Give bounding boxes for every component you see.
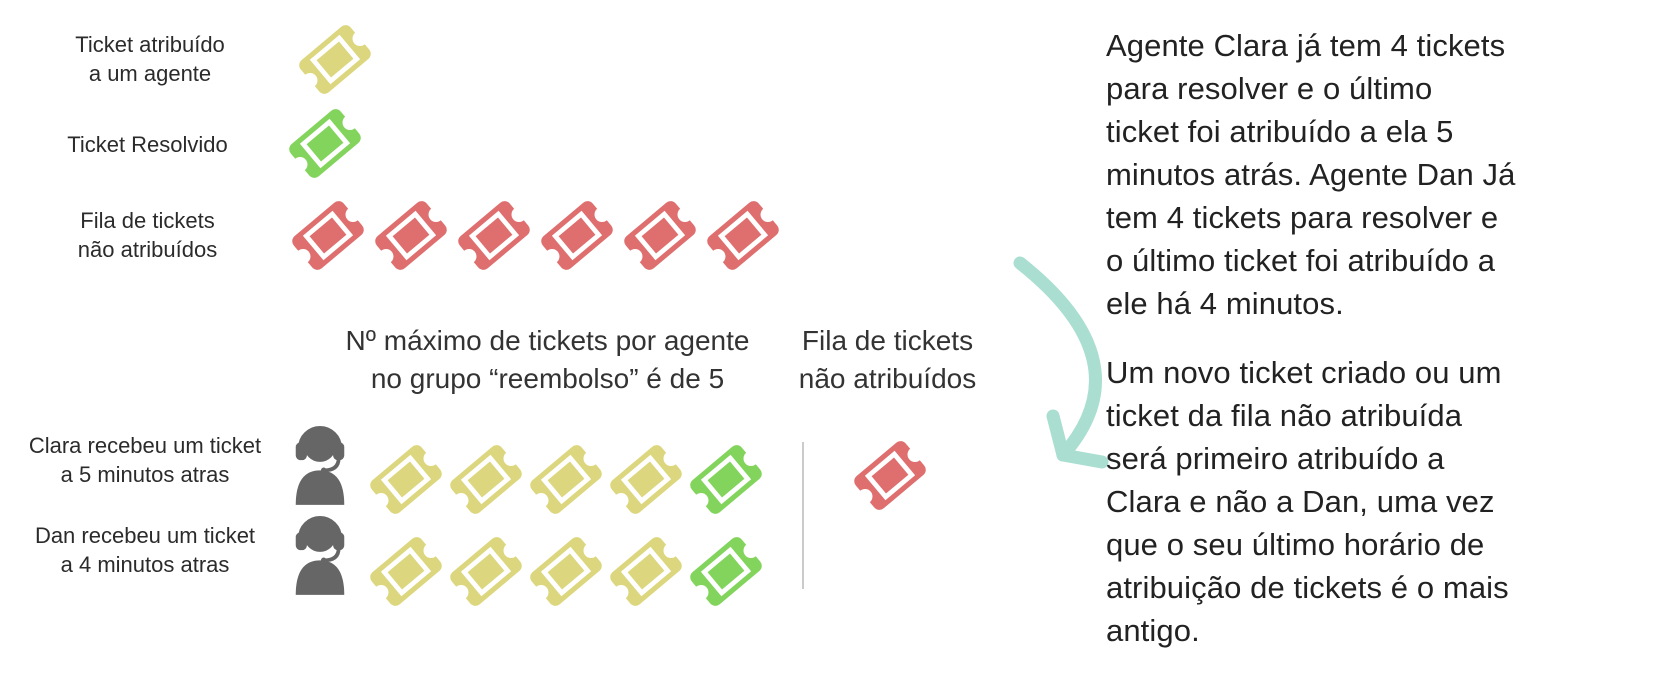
ticket-icon-unassigned [850,436,930,514]
legend-resolved-label: Ticket Resolvido [67,132,228,157]
legend-resolved-ticket [285,104,365,182]
ticket-icon-assigned [526,440,606,518]
ticket-icon-resolved [686,532,766,610]
ticket-icon-unassigned [371,196,451,274]
legend-assigned-ticket [295,20,375,98]
agent-dan-tickets [366,532,766,610]
queue-pending-ticket [850,436,930,514]
queue-section-label: Fila de tickets não atribuídos [798,325,977,394]
explanation-paragraph-2: Um novo ticket criado ou um ticket da fi… [1106,355,1509,648]
ticket-icon-assigned [295,20,375,98]
explanation-paragraph-1: Agente Clara já tem 4 tickets para resol… [1106,28,1516,321]
agent-clara-label: Clara recebeu um ticket a 5 minutos atra… [28,433,262,487]
ticket-icon-assigned [526,532,606,610]
divider [802,442,804,589]
ticket-icon-unassigned [288,196,368,274]
curved-arrow-icon [950,250,1120,485]
legend-assigned-label: Ticket atribuído a um agente [75,32,225,86]
ticket-icon-unassigned [537,196,617,274]
ticket-icon-unassigned [454,196,534,274]
ticket-icon-assigned [446,440,526,518]
agent-clara-tickets [366,440,766,518]
agent-icon [292,417,348,505]
rule-title: Nº máximo de tickets por agente no grupo… [345,325,750,394]
ticket-icon-assigned [606,532,686,610]
explanation-block: Agente Clara já tem 4 tickets para resol… [1106,24,1670,652]
ticket-icon-resolved [285,104,365,182]
agent-icon [292,507,348,595]
ticket-icon-assigned [366,532,446,610]
ticket-icon-assigned [446,532,526,610]
ticket-icon-unassigned [703,196,783,274]
legend-queue-tickets [288,196,783,274]
legend-queue-label: Fila de tickets não atribuídos [77,208,218,262]
agent-dan-label: Dan recebeu um ticket a 4 minutos atras [34,523,256,577]
ticket-icon-unassigned [620,196,700,274]
ticket-icon-assigned [366,440,446,518]
ticket-icon-assigned [606,440,686,518]
ticket-icon-resolved [686,440,766,518]
